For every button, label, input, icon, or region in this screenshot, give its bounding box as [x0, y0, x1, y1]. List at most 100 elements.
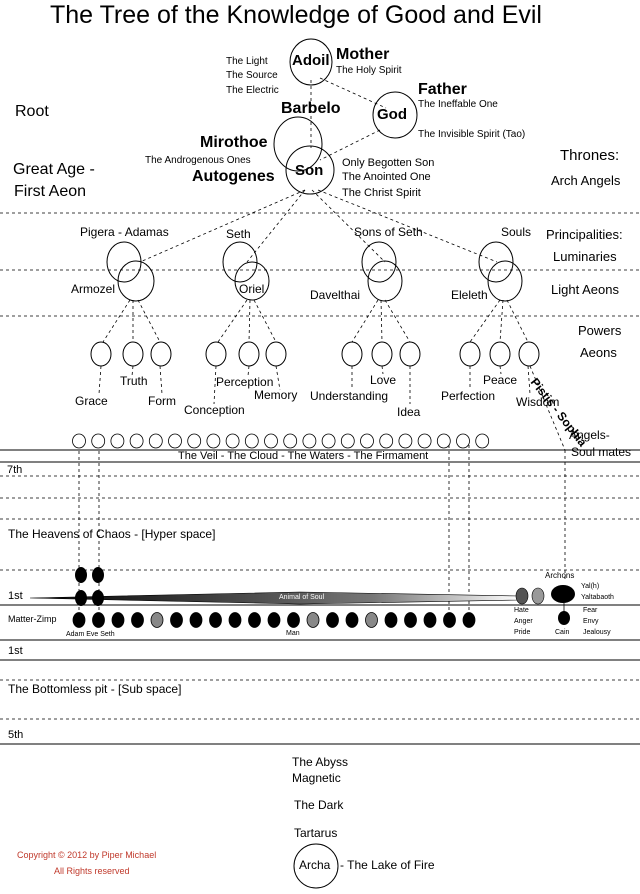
luminaries-label: Luminaries	[553, 249, 617, 264]
angel-circle	[129, 433, 144, 449]
the-dark-label: The Dark	[294, 798, 344, 812]
matter-circle	[365, 612, 378, 628]
great-age-label: Great Age -	[13, 161, 95, 178]
angel-circle	[283, 433, 298, 449]
the-source-label: The Source	[226, 70, 278, 81]
angels-label: Angels-	[569, 428, 610, 442]
angel-circle	[456, 433, 470, 449]
adoil-ellipse	[289, 38, 333, 86]
fifth-label: 5th	[8, 729, 24, 741]
souls-label: Souls	[501, 225, 532, 239]
yal-label: Yal(h)	[581, 583, 600, 590]
matter-circle	[462, 612, 476, 628]
copyright-line-1: Copyright © 2012 by Piper Michael	[17, 850, 157, 860]
copyright-line-2: All Rights reserved	[54, 866, 130, 876]
archons-group	[515, 585, 575, 625]
hate-label: Hate	[514, 607, 529, 614]
christ-spirit-label: The Christ Spirit	[342, 187, 421, 199]
cain-label: Cain	[555, 629, 570, 636]
mother-label: Mother	[336, 46, 390, 63]
father-label: Father	[418, 81, 467, 98]
bottomless-pit-label: The Bottomless pit - [Sub space]	[8, 682, 182, 696]
autogenes-label: Autogenes	[192, 168, 275, 185]
tartarus-label: Tartarus	[294, 826, 338, 840]
grace-label: Grace	[75, 394, 108, 408]
the-light-label: The Light	[226, 56, 268, 67]
angel-circle	[398, 433, 413, 449]
sons-of-seth-label: Sons of Seth	[354, 225, 423, 239]
the-electric-label: The Electric	[226, 85, 279, 96]
perception-label: Perception	[216, 375, 274, 389]
oriel-label: Oriel	[239, 282, 265, 296]
matter-circle	[306, 612, 320, 628]
matter-circle	[92, 612, 105, 628]
matter-circle	[345, 612, 359, 628]
god-ellipse	[372, 91, 418, 139]
matter-circle	[326, 612, 339, 628]
level-separators	[0, 212, 640, 720]
first-upper-label: 1st	[8, 590, 23, 602]
angel-circle	[340, 433, 355, 449]
angel-circle	[187, 433, 202, 449]
envy-label: Envy	[583, 618, 599, 625]
archons-label: Archons	[545, 571, 575, 580]
mirothoe-label: Mirothoe	[200, 134, 268, 151]
ineffable-label: The Ineffable One	[418, 99, 498, 110]
angel-circle	[475, 433, 490, 449]
archangels-label: Arch Angels	[551, 173, 621, 188]
yaltabaoth-label: Yaltabaoth	[581, 594, 614, 601]
fear-label: Fear	[583, 607, 598, 614]
matter-circle	[384, 612, 398, 628]
adoil-label: Adoil	[292, 52, 330, 69]
magnetic-label: Magnetic	[292, 771, 341, 785]
matter-circle	[423, 612, 437, 628]
barbelo-label: Barbelo	[281, 100, 341, 117]
soul-mates-label: Soul mates	[571, 445, 632, 459]
angel-circle	[148, 433, 163, 449]
armozel-label: Armozel	[71, 282, 116, 296]
animal-of-soul-label: Animal of Soul	[279, 594, 325, 601]
angel-circle	[321, 433, 336, 449]
first-aeon-label: First Aeon	[14, 183, 87, 200]
adam-eve-seth-label: Adam Eve Seth	[66, 631, 115, 638]
angel-circle	[436, 433, 451, 449]
androgenous-label: The Androgenous Ones	[145, 155, 251, 166]
matter-circle	[170, 612, 183, 628]
memory-label: Memory	[254, 388, 298, 402]
matter-zimp-label: Matter-Zimp	[8, 614, 57, 624]
angel-circle	[225, 433, 240, 449]
thrones-label: Thrones:	[560, 147, 620, 164]
angel-circle	[72, 433, 86, 449]
root-label: Root	[15, 103, 49, 120]
matter-circle	[150, 612, 164, 628]
principalities-label: Principalities:	[546, 227, 623, 242]
matter-circle	[267, 612, 281, 628]
matter-circle	[189, 612, 203, 628]
matter-circle	[248, 612, 261, 628]
form-label: Form	[148, 394, 176, 408]
angel-circle	[244, 433, 259, 449]
page-title: The Tree of the Knowledge of Good and Ev…	[50, 1, 542, 29]
pigera-adamas-label: Pigera - Adamas	[80, 225, 169, 239]
anger-label: Anger	[514, 618, 533, 625]
archa-ellipse	[293, 843, 339, 889]
invisible-spirit-label: The Invisible Spirit (Tao)	[418, 129, 526, 140]
angel-circle	[379, 433, 394, 449]
love-label: Love	[370, 373, 397, 387]
eleleth-label: Eleleth	[451, 288, 488, 302]
heavens-of-chaos-label: The Heavens of Chaos - [Hyper space]	[8, 527, 216, 541]
top-connectors	[78, 77, 566, 612]
matter-circle	[72, 612, 86, 628]
matter-circle	[111, 612, 125, 628]
solid-separators	[0, 449, 640, 745]
angel-circle	[110, 433, 125, 449]
davelthai-label: Davelthai	[310, 288, 361, 302]
angel-circle	[417, 433, 432, 449]
angel-circle	[206, 433, 221, 449]
holy-spirit-label: The Holy Spirit	[336, 65, 402, 76]
conception-label: Conception	[184, 403, 245, 417]
son-ellipse	[285, 145, 335, 195]
seth-label: Seth	[226, 227, 251, 241]
